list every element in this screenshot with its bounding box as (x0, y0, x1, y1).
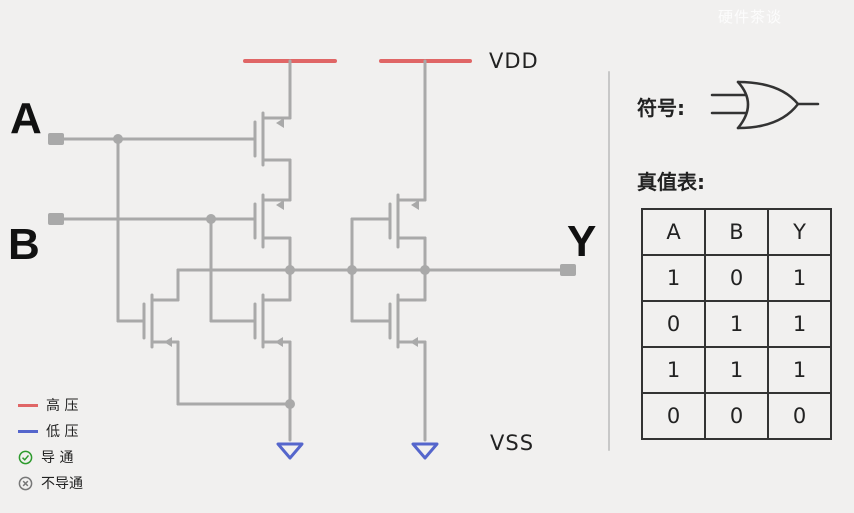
junction-dot (420, 265, 430, 275)
truth-table-cell: 1 (641, 346, 706, 394)
output-y-label: Y (567, 217, 597, 266)
truth-table-cell: 0 (641, 300, 706, 348)
legend-label: 导 通 (41, 450, 74, 466)
high-voltage-swatch (18, 403, 38, 407)
vdd-label: VDD (489, 49, 539, 73)
nmos-a-transistor (138, 293, 292, 406)
input-b-wire (48, 213, 248, 323)
input-b-label: B (8, 220, 40, 269)
truth-table-cell: 1 (767, 346, 832, 394)
watermark: 硬件茶谈 (718, 8, 783, 26)
output-y-wire (423, 264, 576, 276)
pmos-b-transistor (244, 193, 292, 272)
truth-table-cell: 0 (641, 392, 706, 440)
inverter-pmos (350, 59, 427, 302)
legend-label: 低 压 (46, 424, 79, 440)
junction-dot (113, 134, 123, 144)
or-gate-symbol (710, 80, 820, 130)
truth-table-cell: 1 (641, 254, 706, 302)
truth-table-cell: 1 (704, 346, 769, 394)
inverter-nmos (350, 293, 427, 442)
legend-non-conducting: 不导通 (18, 473, 83, 493)
junction-dot (285, 399, 295, 409)
vss-label: VSS (490, 431, 535, 455)
truth-table-cell: 1 (767, 254, 832, 302)
input-a-label: A (10, 94, 42, 143)
truth-table-header: A (641, 208, 706, 256)
legend-label: 高 压 (46, 398, 79, 414)
pmos-a-transistor (244, 59, 292, 202)
table-row: 1 1 1 (641, 346, 832, 394)
truth-table-cell: 0 (704, 392, 769, 440)
cross-icon (18, 476, 33, 490)
truth-table: A B Y 1 0 1 0 1 1 1 1 1 0 0 0 (641, 208, 832, 440)
table-row: 1 0 1 (641, 254, 832, 302)
truth-table-cell: 0 (704, 254, 769, 302)
vss-ground-left (276, 442, 304, 460)
junction-dot (347, 265, 357, 275)
low-voltage-swatch (18, 429, 38, 433)
truth-table-header: B (704, 208, 769, 256)
legend-label: 不导通 (41, 476, 83, 492)
table-row: 0 0 0 (641, 392, 832, 440)
junction-dot (285, 265, 295, 275)
truth-table-header: Y (767, 208, 832, 256)
truth-table-label: 真值表: (637, 170, 705, 194)
check-icon (18, 450, 33, 464)
truth-table-cell: 0 (767, 392, 832, 440)
input-a-wire (48, 133, 248, 323)
symbol-label: 符号: (637, 96, 685, 120)
vss-ground-right (411, 442, 439, 460)
nmos-b-transistor (244, 268, 292, 442)
junction-dot (206, 214, 216, 224)
legend-high-voltage: 高 压 (18, 395, 78, 415)
legend-low-voltage: 低 压 (18, 421, 78, 441)
legend-conducting: 导 通 (18, 447, 73, 467)
truth-table-cell: 1 (704, 300, 769, 348)
truth-table-cell: 1 (767, 300, 832, 348)
table-row: 0 1 1 (641, 300, 832, 348)
